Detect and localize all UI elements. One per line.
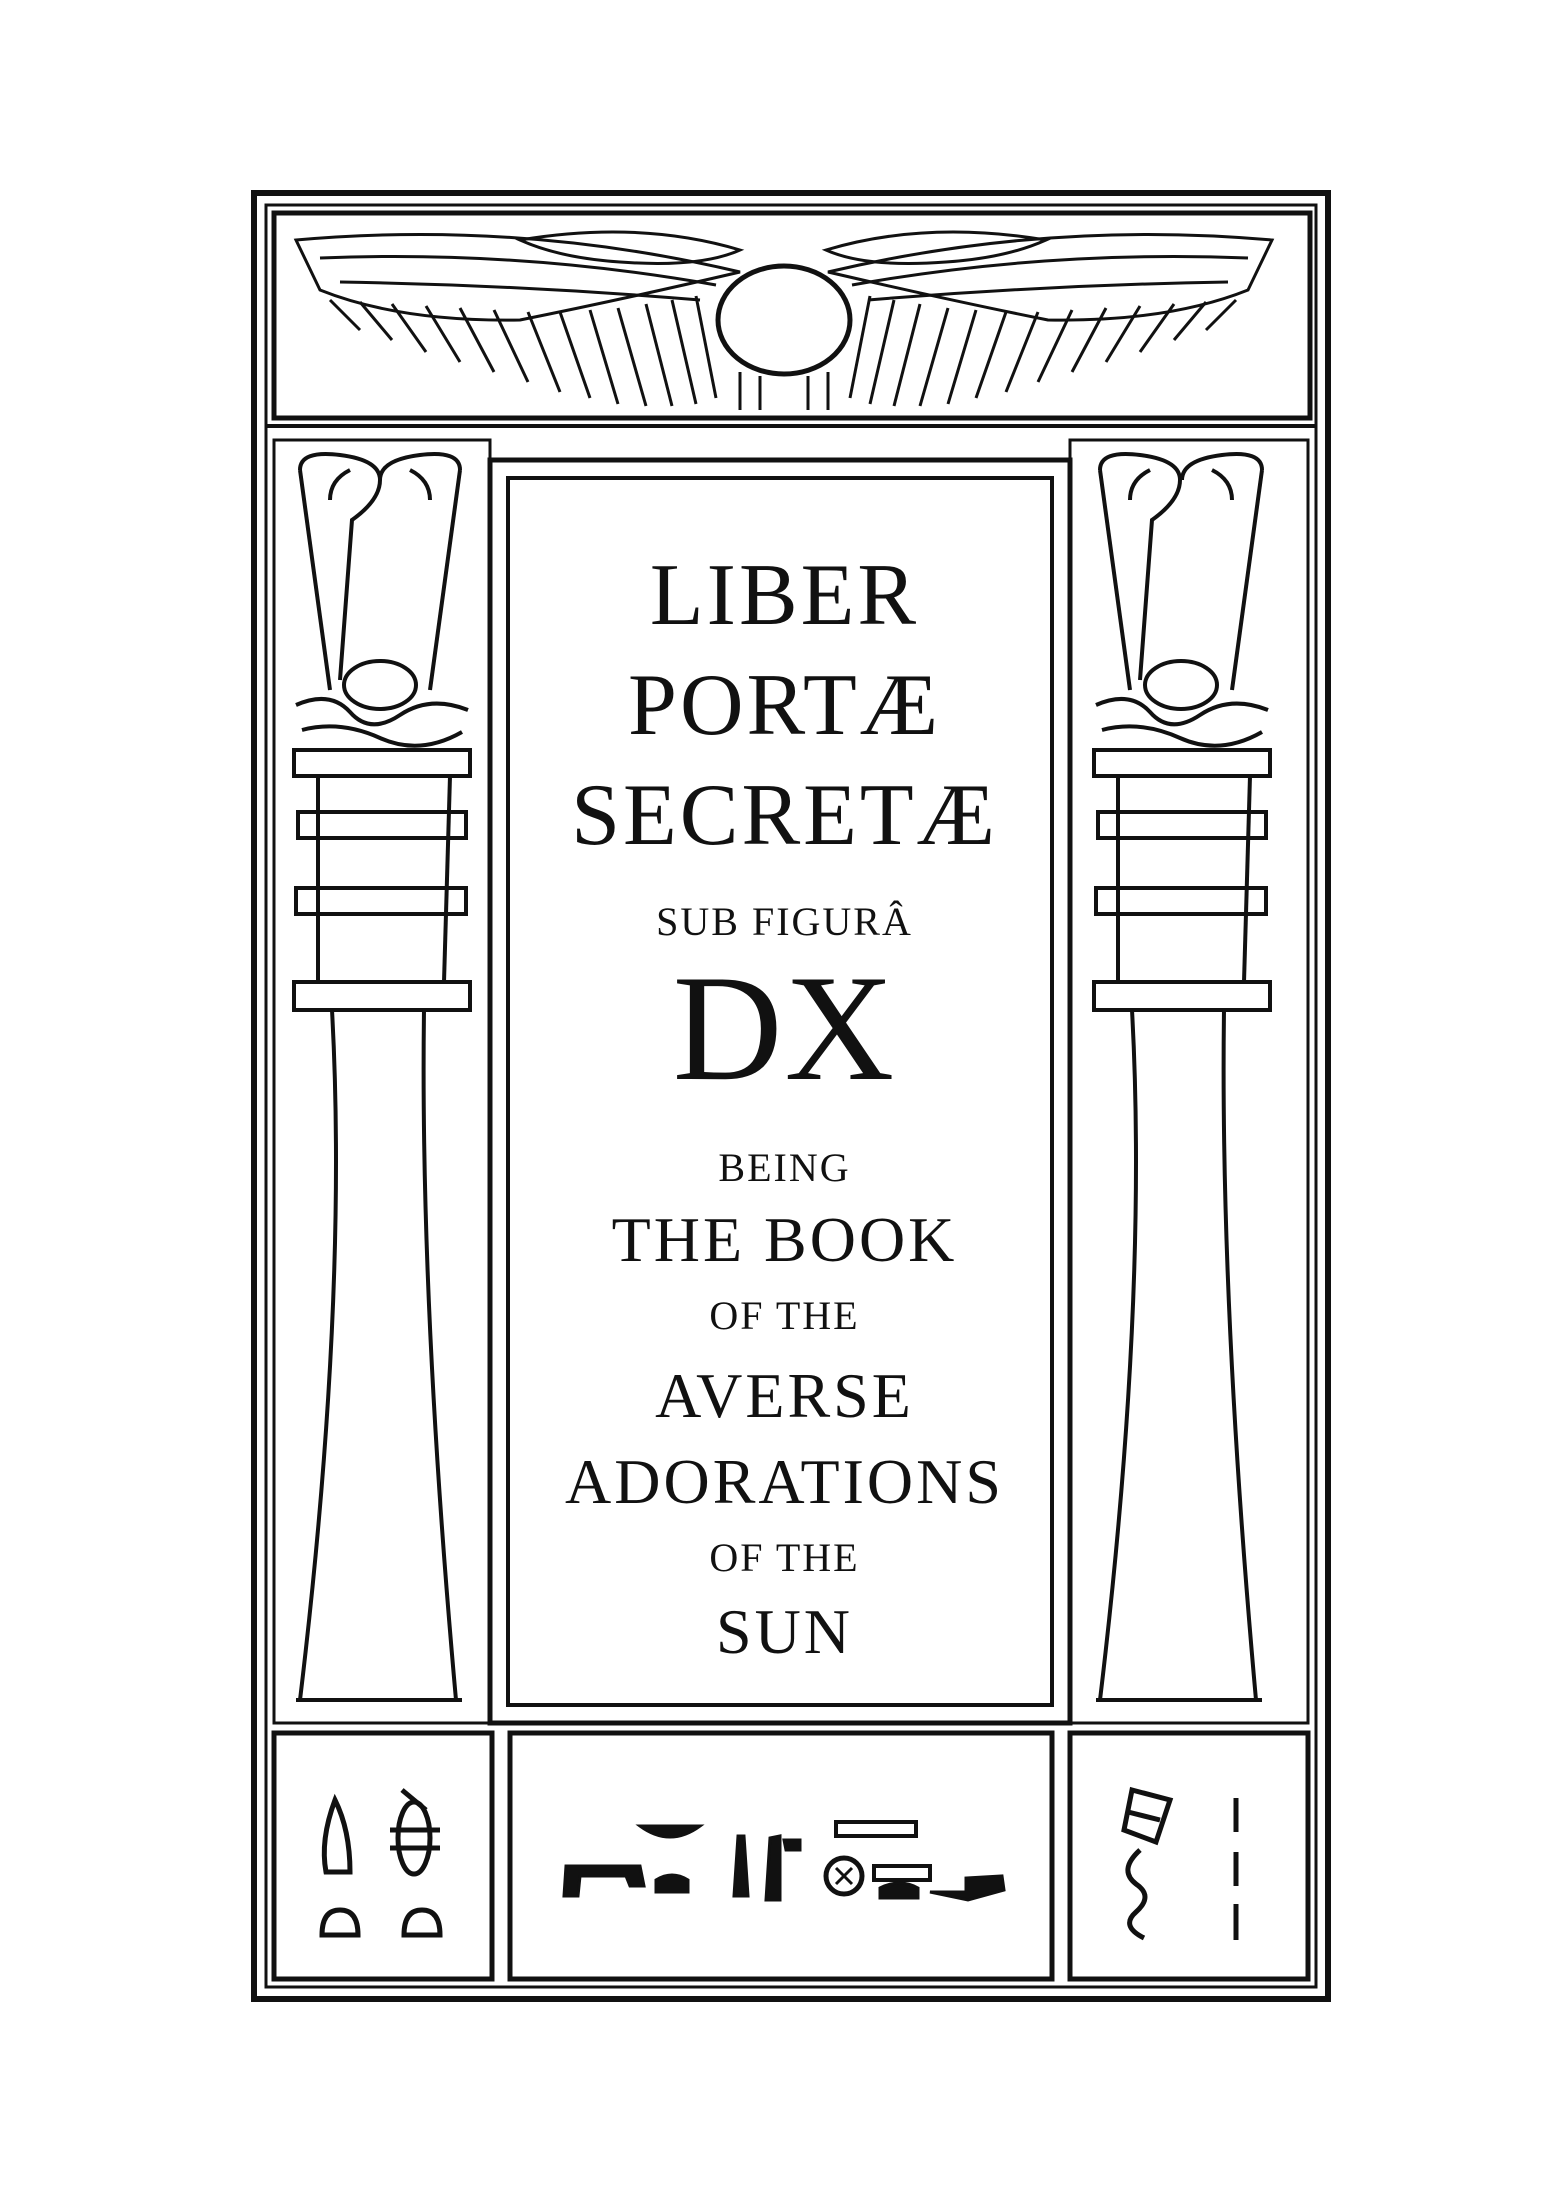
text-being: BEING (718, 1145, 851, 1190)
text-the-book: THE BOOK (611, 1204, 958, 1275)
text-averse: AVERSE (655, 1360, 914, 1431)
title-number-dx: DX (672, 944, 897, 1112)
text-sun: SUN (715, 1596, 854, 1667)
text-of-the-1: OF THE (709, 1293, 860, 1338)
title-line-liber: LIBER (649, 547, 920, 644)
text-of-the-2: OF THE (709, 1535, 860, 1580)
title-line-portae: PORTÆ (628, 657, 941, 754)
text-adorations: ADORATIONS (565, 1446, 1004, 1517)
subtitle-sub-figura: SUB FIGURÂ (656, 899, 913, 944)
title-line-secretae: SECRETÆ (571, 767, 998, 864)
